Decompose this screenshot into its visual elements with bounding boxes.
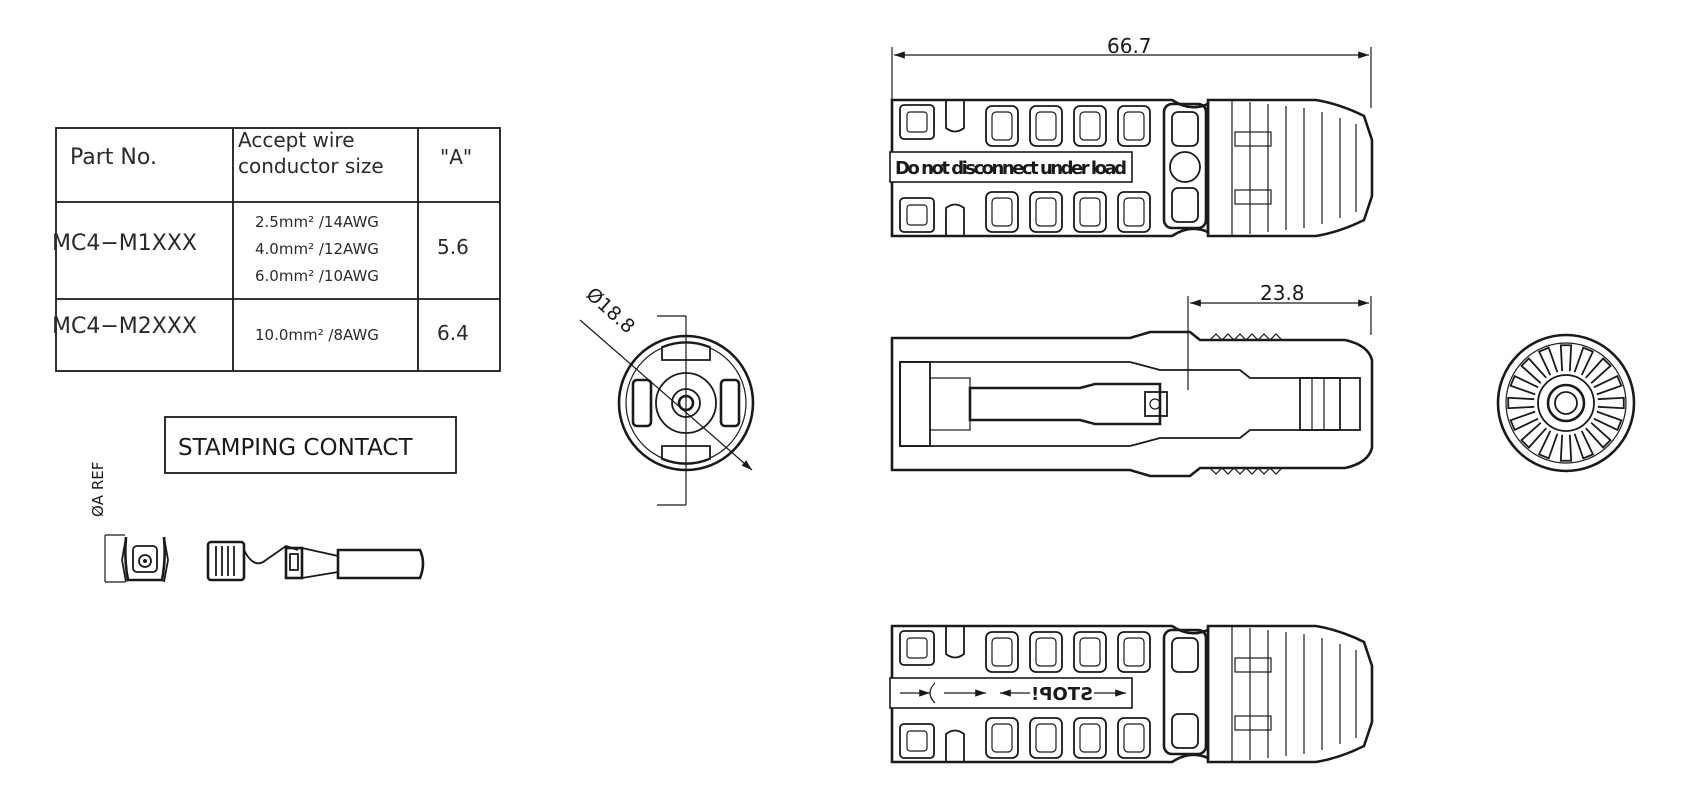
table-row-a-value: 5.6	[437, 235, 469, 259]
nut-lobe	[1585, 422, 1612, 449]
nut-lobe	[1520, 357, 1547, 384]
table-row-size: 6.0mm² /10AWG	[255, 267, 379, 285]
header-a: "A"	[440, 145, 472, 169]
nut-lobe	[1509, 374, 1539, 396]
nut-lobe	[1507, 396, 1535, 410]
header-part-no: Part No.	[70, 145, 157, 170]
nut-lobe	[1559, 344, 1573, 372]
ref-dimension-label: ØA REF	[89, 462, 107, 517]
warning-label: Do not disconnect under load	[895, 158, 1127, 179]
connector-top-view: 66.7 Do not disconnect under load	[889, 34, 1374, 238]
table-row-a-value: 6.4	[437, 321, 469, 345]
nut-lobe	[1537, 430, 1559, 460]
table-row-size: 10.0mm² /8AWG	[255, 326, 379, 344]
nut-lobe	[1593, 410, 1623, 432]
nut-lobe	[1537, 346, 1559, 376]
nut-lobe	[1520, 422, 1547, 449]
nut-lobe	[1509, 410, 1539, 432]
table-row-part: MC4−M2XXX	[52, 314, 197, 339]
stamping-contact-text: STAMPING CONTACT	[178, 435, 413, 461]
nut-lobe	[1573, 346, 1595, 376]
nut-length-label: 23.8	[1260, 281, 1305, 305]
wire-size-table: Part No. Accept wire conductor size "A" …	[52, 127, 501, 372]
stop-label: STOP!	[1031, 684, 1093, 705]
connector-rear-view	[1496, 333, 1636, 473]
header-accept-wire: Accept wire	[238, 128, 355, 152]
table-row-size: 2.5mm² /14AWG	[255, 213, 379, 231]
table-row-size: 4.0mm² /12AWG	[255, 240, 379, 258]
nut-lobe	[1559, 434, 1573, 462]
connector-front-view: Ø18.8	[579, 283, 755, 506]
nut-lobe	[1573, 430, 1595, 460]
nut-lobe	[1597, 396, 1625, 410]
nut-lobe	[1593, 374, 1623, 396]
table-row-part: MC4−M1XXX	[52, 231, 197, 256]
stamping-contact-label: STAMPING CONTACT	[164, 416, 457, 474]
overall-length-label: 66.7	[1107, 34, 1152, 58]
header-conductor-size: conductor size	[238, 154, 384, 178]
contact-end-view: ØA REF	[89, 462, 169, 583]
diameter-label: Ø18.8	[582, 283, 639, 338]
nut-lobe	[1585, 357, 1612, 384]
contact-side-view	[206, 540, 425, 582]
connector-bottom-view: STOP!	[889, 624, 1374, 764]
connector-section-view: 23.8	[890, 281, 1374, 478]
